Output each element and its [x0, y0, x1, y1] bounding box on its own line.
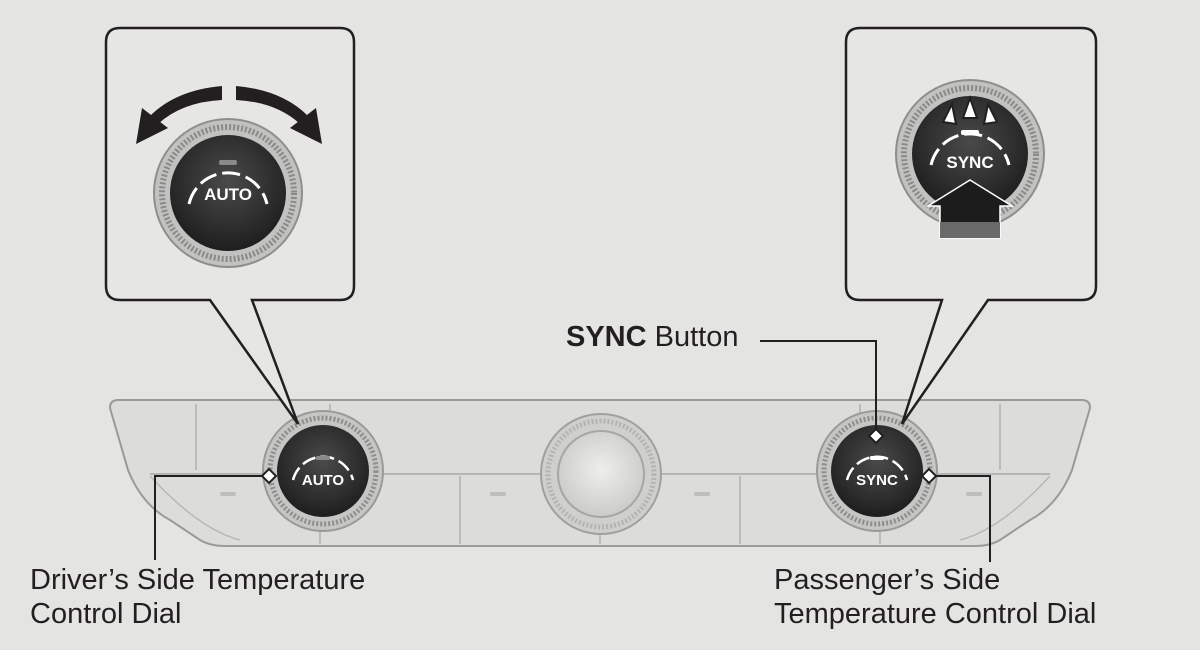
sync-button-label-bold: SYNC	[566, 321, 647, 353]
rotate-left-arrow-icon	[136, 108, 168, 144]
driver-dial-text: AUTO	[302, 472, 345, 489]
rotate-right-arrow-icon	[290, 108, 322, 144]
driver-temperature-dial[interactable]: AUTO	[262, 410, 384, 532]
driver-dial-callout: AUTO	[104, 26, 356, 425]
center-button[interactable]	[540, 413, 662, 535]
leader-lines	[154, 340, 991, 562]
driver-dial-label: Driver’s Side Temperature Control Dial	[30, 563, 365, 631]
sync-button-label: SYNC Button	[566, 320, 738, 354]
driver-dial-label-line2: Control Dial	[30, 598, 182, 630]
passenger-temperature-dial[interactable]: SYNC	[816, 410, 938, 532]
passenger-dial-label: Passenger’s Side Temperature Control Dia…	[774, 563, 1096, 631]
callout-driver-dial-text: AUTO	[204, 185, 252, 204]
sync-button-label-rest: Button	[646, 321, 739, 353]
push-arrow-icon	[925, 179, 1015, 239]
leader-diamonds	[260, 427, 938, 485]
passenger-dial-text: SYNC	[856, 472, 898, 489]
sync-button-callout: SYNC	[844, 26, 1098, 425]
driver-dial-label-line1: Driver’s Side Temperature	[30, 564, 366, 596]
passenger-dial-label-line2: Temperature Control Dial	[774, 598, 1097, 630]
passenger-dial-label-line1: Passenger’s Side	[774, 564, 1001, 596]
indicator-light-icon	[941, 94, 999, 126]
callout-sync-dial-text: SYNC	[946, 153, 993, 172]
